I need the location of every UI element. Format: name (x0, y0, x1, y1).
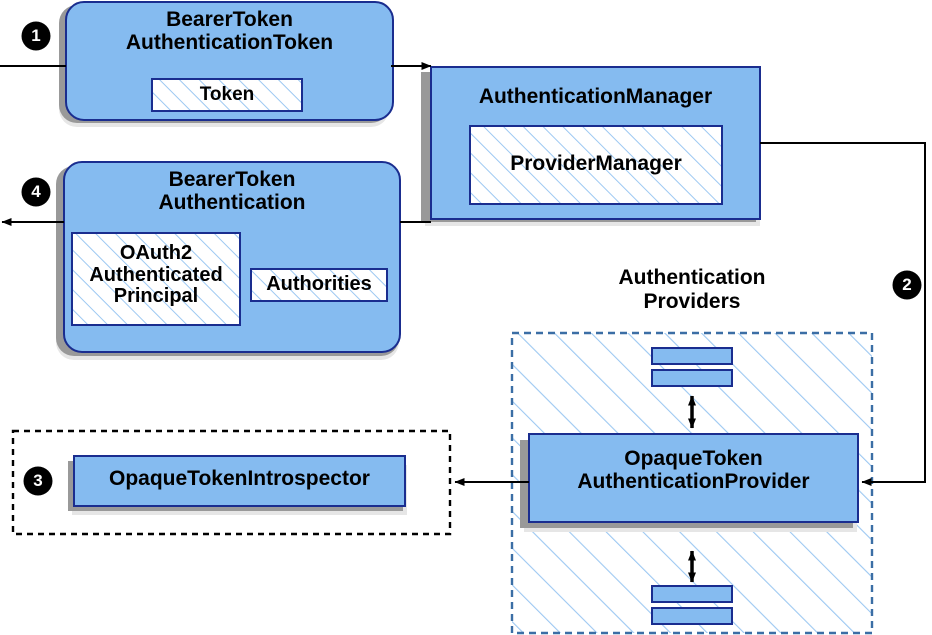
oauth2-authenticated-principal-inner-box (71, 232, 241, 326)
opaque-token-introspector-label: OpaqueTokenIntrospector (109, 467, 370, 490)
bearer-token-authentication-label: BearerToken Authentication (158, 168, 306, 214)
bearer-token-authentication-token-node[interactable] (59, 1, 394, 127)
authorities-label: Authorities (266, 273, 372, 295)
provider-stack-bottom-icon (651, 585, 733, 625)
connector-manager-to-provider (760, 142, 926, 486)
bearer-token-authentication-node[interactable] (56, 161, 401, 360)
authentication-providers-group-label: Authentication Providers (618, 266, 766, 313)
authentication-manager-node[interactable] (421, 66, 761, 226)
token-inner-box (151, 78, 303, 112)
authorities-inner-box (250, 268, 388, 302)
opaque-token-introspector-node[interactable] (68, 455, 407, 515)
step-badge-2: 2 (894, 272, 920, 298)
step-badge-4: 4 (23, 179, 49, 205)
bearer-token-authentication-token-label: BearerToken AuthenticationToken (125, 8, 334, 54)
opaque-token-authentication-provider-label: OpaqueToken AuthenticationProvider (577, 447, 810, 493)
authentication-manager-label: AuthenticationManager (478, 85, 713, 108)
oauth2-authenticated-principal-label: OAuth2 Authenticated Principal (89, 242, 223, 308)
provider-stack-top-icon (651, 347, 733, 387)
step-badge-3: 3 (25, 468, 51, 494)
opaque-token-authentication-provider-node[interactable] (520, 433, 859, 532)
provider-manager-label: ProviderManager (510, 152, 682, 175)
provider-manager-inner-box (469, 125, 723, 205)
step-badge-1: 1 (23, 23, 49, 49)
token-label: Token (199, 84, 255, 105)
